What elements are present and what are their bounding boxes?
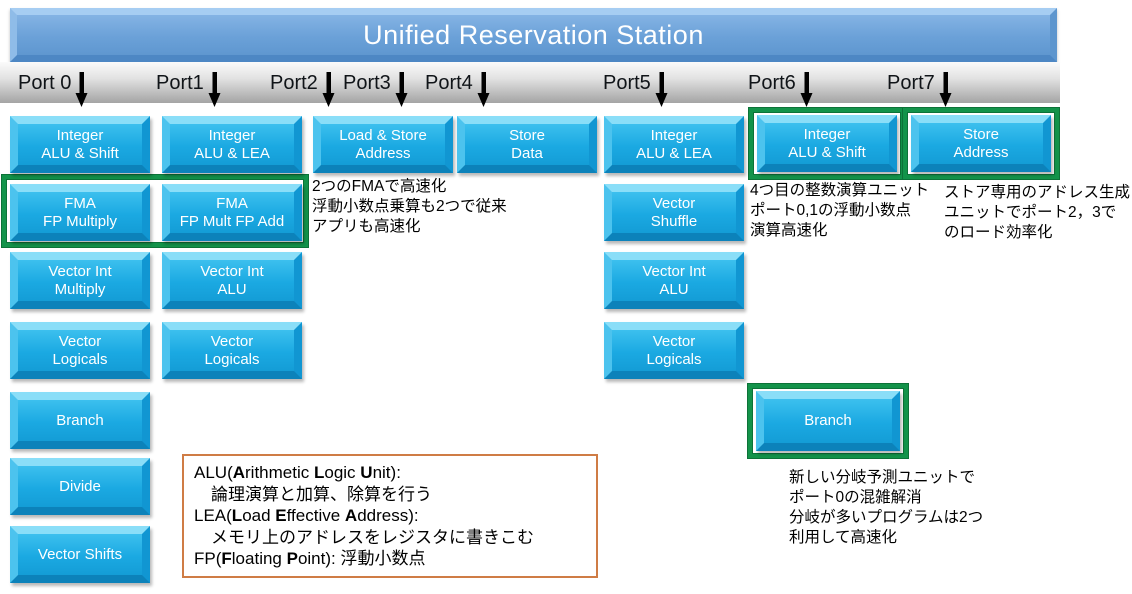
port-down-arrow-icon — [655, 72, 668, 107]
unit-box-label: Divide — [59, 477, 101, 495]
banner: Unified Reservation Station — [10, 8, 1057, 62]
box-p0-vector-logicals: Vector Logicals — [10, 322, 150, 379]
unit-box-label: Integer ALU & LEA — [636, 126, 712, 162]
legend-line: FP(Floating Point): 浮動小数点 — [194, 549, 426, 568]
box-p5-integer-alu-lea: Integer ALU & LEA — [604, 116, 744, 173]
box-p0-vector-int-multiply: Vector Int Multiply — [10, 252, 150, 309]
note-port6: 4つ目の整数演算ユニット ポート0,1の浮動小数点 演算高速化 — [750, 182, 930, 239]
port-label-group-4: Port4 — [425, 70, 491, 109]
port-label: Port7 — [887, 72, 935, 94]
port-label-group-1: Port1 — [156, 70, 222, 109]
box-p7-store-address: Store Address — [911, 115, 1051, 172]
port-down-arrow-icon — [939, 72, 952, 107]
port-label-group-5: Port5 — [603, 70, 669, 109]
box-p1-fma-fp-mult-fp-add: FMA FP Mult FP Add — [162, 184, 302, 241]
unit-box-label: Load & Store Address — [339, 126, 427, 162]
box-p6-integer-alu-shift: Integer ALU & Shift — [757, 115, 897, 172]
unit-box-label: Vector Int Multiply — [48, 262, 112, 298]
branch-highlight-frame — [748, 384, 908, 458]
port-label: Port3 — [343, 72, 391, 94]
unit-box-label: Vector Logicals — [204, 332, 260, 368]
legend-lines: ALU(Arithmetic Logic Unit): 論理演算と加算、除算を行… — [194, 462, 584, 570]
unit-box-label: Store Data — [509, 126, 545, 162]
port-down-arrow-icon — [800, 72, 813, 107]
note-fma: 2つのFMAで高速化 浮動小数点乗算も2つで従来 アプリも高速化 — [312, 178, 507, 235]
note-branch: 新しい分岐予測ユニットで ポート0の混雑解消 分岐が多いプログラムは2つ 利用し… — [789, 469, 984, 546]
box-p6-branch: Branch — [756, 391, 900, 451]
box-p0-divide: Divide — [10, 458, 150, 515]
port-label-group-0: Port 0 — [18, 70, 89, 109]
box-p23-load-store-address: Load & Store Address — [313, 116, 453, 173]
unit-box-label: Integer ALU & LEA — [194, 126, 270, 162]
box-p0-branch: Branch — [10, 392, 150, 449]
box-p5-vector-int-alu: Vector Int ALU — [604, 252, 744, 309]
shadow-band — [0, 62, 1060, 103]
box-p5-vector-logicals: Vector Logicals — [604, 322, 744, 379]
box-p0-fma-fp-multiply: FMA FP Multiply — [10, 184, 150, 241]
unit-box-label: FMA FP Mult FP Add — [179, 194, 285, 230]
unit-box-label: Branch — [56, 411, 104, 429]
unit-box-label: Vector Int ALU — [200, 262, 264, 298]
port-down-arrow-icon — [477, 72, 490, 107]
legend-box: ALU(Arithmetic Logic Unit): 論理演算と加算、除算を行… — [182, 454, 598, 578]
port-label-group-3: Port3 — [343, 70, 409, 109]
port7-highlight-frame — [903, 108, 1059, 179]
port-label: Port 0 — [18, 72, 72, 94]
fma-highlight-frame — [2, 175, 308, 247]
unit-box-label: Vector Logicals — [646, 332, 702, 368]
port-down-arrow-icon — [395, 72, 408, 107]
legend-line: ALU(Arithmetic Logic Unit): — [194, 463, 401, 482]
box-p5-vector-shuffle: Vector Shuffle — [604, 184, 744, 241]
port-label-group-6: Port6 — [748, 70, 814, 109]
port-down-arrow-icon — [322, 72, 335, 107]
legend-line: LEA(Load Effective Address): — [194, 506, 419, 525]
unit-box-label: Store Address — [953, 125, 1009, 161]
unit-box-label: Vector Logicals — [52, 332, 108, 368]
legend-line: 論理演算と加算、除算を行う — [194, 484, 432, 504]
unit-box-label: Vector Shuffle — [650, 194, 698, 230]
port-down-arrow-icon — [75, 72, 88, 107]
box-p4-store-data: Store Data — [457, 116, 597, 173]
box-p1-vector-logicals: Vector Logicals — [162, 322, 302, 379]
port-down-arrow-icon — [208, 72, 221, 107]
box-p0-vector-shifts: Vector Shifts — [10, 526, 150, 583]
port-label: Port2 — [270, 72, 318, 94]
port-label: Port1 — [156, 72, 204, 94]
unit-box-label: Vector Int ALU — [642, 262, 706, 298]
note-port7: ストア専用のアドレス生成 ユニットでポート2，3で のロード効率化 — [944, 184, 1131, 241]
box-p1-vector-int-alu: Vector Int ALU — [162, 252, 302, 309]
unit-box-label: FMA FP Multiply — [43, 194, 117, 230]
port-label: Port6 — [748, 72, 796, 94]
unit-box-label: Vector Shifts — [37, 545, 123, 563]
port-label: Port5 — [603, 72, 651, 94]
port-label: Port4 — [425, 72, 473, 94]
unit-box-label: Branch — [804, 412, 852, 429]
port-label-group-7: Port7 — [887, 70, 953, 109]
box-p0-integer-alu-shift: Integer ALU & Shift — [10, 116, 150, 173]
unit-box-label: Integer ALU & Shift — [788, 125, 866, 161]
box-p1-integer-alu-lea: Integer ALU & LEA — [162, 116, 302, 173]
banner-title: Unified Reservation Station — [363, 19, 704, 50]
port-label-group-2: Port2 — [270, 70, 336, 109]
unit-box-label: Integer ALU & Shift — [41, 126, 119, 162]
legend-line: メモリ上のアドレスをレジスタに書きこむ — [194, 527, 534, 547]
